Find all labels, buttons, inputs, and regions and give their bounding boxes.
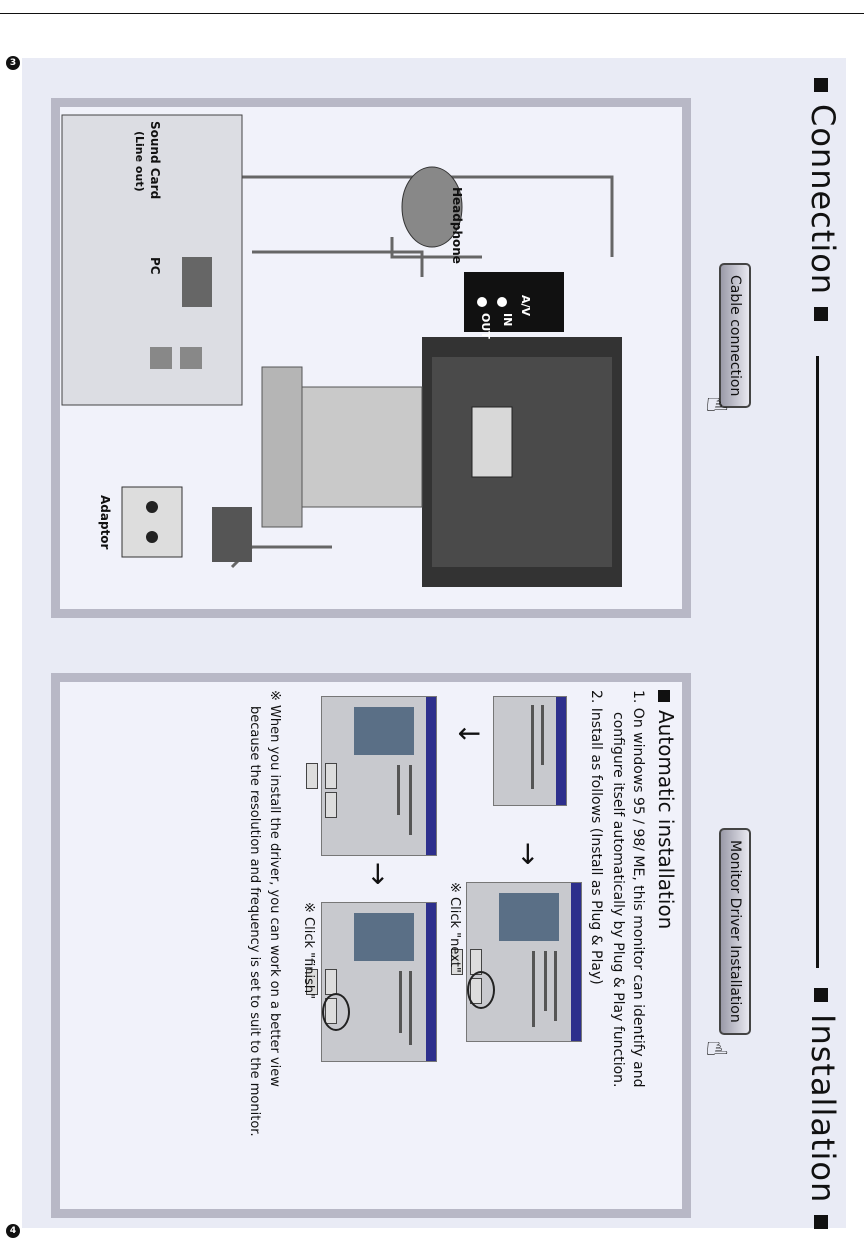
click-next-caption: ※ Click "next" [447, 882, 462, 973]
dialog-titlebar [426, 903, 436, 1061]
step-1-line-1: 1. On windows 95 / 98/ ME, this monitor … [630, 690, 646, 1088]
in-label: IN [501, 313, 514, 327]
automatic-installation-title: Automatic installation [654, 690, 678, 929]
monitor-driver-installation-button[interactable]: Monitor Driver Installation [719, 828, 751, 1035]
headphone-label: Headphone [450, 187, 464, 264]
pc-case [61, 114, 243, 406]
dialog-text-line [544, 951, 547, 1011]
step-2: 2. Install as follows (Install as Plug &… [588, 690, 604, 985]
connection-diagram [61, 114, 622, 587]
av-label: A/V [519, 295, 532, 317]
highlight-circle [467, 971, 495, 1009]
dialog-titlebar [556, 697, 566, 805]
dialog-text-line [531, 705, 534, 789]
dialog-text-line [399, 971, 402, 1033]
vga-cable [252, 250, 424, 277]
wall-outlet-icon [121, 486, 183, 558]
headphone-cable [390, 237, 482, 259]
bullet-icon [814, 988, 828, 1002]
wizard-search-screenshot [306, 696, 437, 856]
dialog-text-line [554, 951, 557, 1021]
pointing-hand-icon: ☝ [700, 1040, 733, 1058]
wizard-next-screenshot [451, 882, 582, 1042]
note-line-1: ※ When you install the driver, you can w… [267, 690, 282, 1087]
page-number-top: 3 [6, 56, 20, 70]
connection-title: Connection [804, 104, 842, 296]
av-box [464, 272, 564, 332]
connection-heading: Connection [804, 66, 842, 333]
wizard-finish-screenshot [306, 902, 437, 1062]
heading-row: Connection Installation [776, 58, 846, 1230]
connection-panel: A/V IN OUT Headphone Sound Card (Line ou… [51, 98, 691, 618]
installation-panel: Automatic installation 1. On windows 95 … [51, 673, 691, 1218]
arrow-right-icon: → [512, 842, 545, 866]
highlight-circle [322, 993, 350, 1031]
bullet-icon [814, 1215, 828, 1230]
headphone-icon [401, 166, 463, 248]
out-label: OUT [479, 313, 492, 339]
dialog-text-line [532, 951, 535, 1027]
av-out-jack [477, 297, 487, 307]
dialog-text-line [409, 971, 412, 1045]
step-1-line-2: configure itself automatically by Plug &… [610, 712, 626, 1088]
adaptor-label: Adaptor [98, 495, 112, 550]
monitor-label-plate [471, 406, 513, 478]
pc-slot [150, 347, 172, 369]
page-number-bottom: 4 [6, 1224, 20, 1238]
bullet-icon [814, 78, 828, 92]
outlet-socket [146, 531, 158, 543]
dialog-text-line [397, 765, 400, 815]
note-line-2: because the resolution and frequency is … [247, 706, 262, 1137]
installation-title: Installation [804, 1014, 842, 1204]
wizard-graphic [354, 707, 414, 755]
top-rule [0, 0, 864, 14]
vga-port [182, 257, 212, 307]
bullet-icon [658, 690, 671, 702]
arrow-down-icon: ↓ [452, 722, 485, 746]
pointing-hand-icon: ☝ [700, 396, 733, 414]
sound-card-label: Sound Card [148, 121, 162, 200]
monitor-base [261, 366, 303, 528]
monitor-stand [301, 386, 423, 508]
dialog-buttons [306, 763, 340, 849]
click-finish-caption: ※ Click "finish" [301, 902, 316, 1000]
arrow-right-icon: → [362, 862, 395, 886]
wizard-graphic [499, 893, 559, 941]
rotated-content: Connection Installation Cable connection… [22, 58, 846, 1230]
dialog-titlebar [426, 697, 436, 855]
dialog-titlebar [571, 883, 581, 1041]
section-title-text: Automatic installation [654, 710, 678, 930]
outlet-socket [146, 501, 158, 513]
monitor-grille [432, 357, 612, 567]
cable-connection-button[interactable]: Cable connection [719, 263, 751, 409]
heading-divider [816, 356, 819, 968]
dialog-text-line [541, 705, 544, 765]
wizard-graphic [354, 913, 414, 961]
line-out-label: (Line out) [133, 131, 146, 192]
dialog-text-line [409, 765, 412, 835]
av-in-jack [497, 297, 507, 307]
installation-heading: Installation [804, 976, 842, 1241]
found-new-hardware-screenshot [493, 696, 567, 806]
adaptor-brick [212, 507, 252, 562]
pc-slot [180, 347, 202, 369]
bullet-icon [814, 307, 828, 322]
line-out-cable [142, 175, 614, 257]
pc-label: PC [148, 257, 162, 275]
